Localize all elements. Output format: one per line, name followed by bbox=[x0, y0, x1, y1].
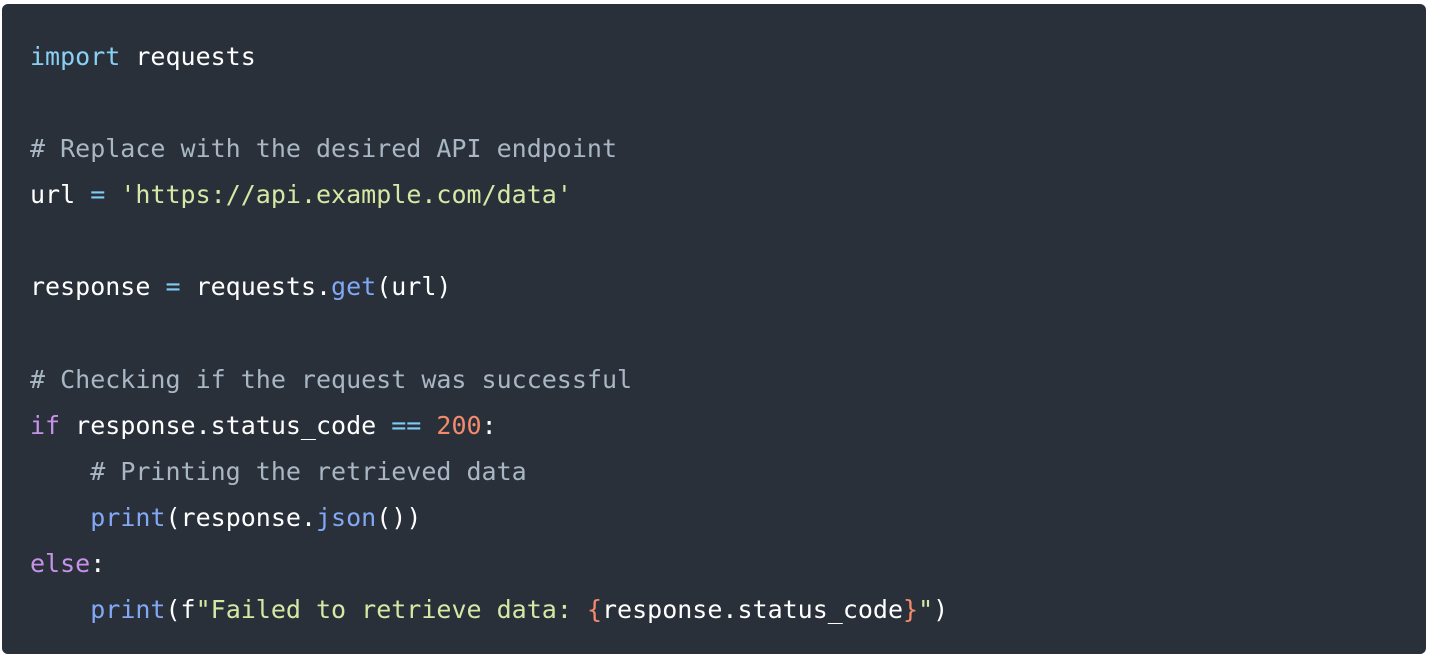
code-token-interp: { bbox=[586, 595, 602, 625]
code-token-comment: # Replace with the desired API endpoint bbox=[30, 134, 617, 164]
code-token-plain: ) bbox=[933, 595, 949, 625]
code-line: print(response.json()) bbox=[30, 495, 1426, 541]
code-token-plain bbox=[30, 457, 90, 486]
code-token-plain: : bbox=[481, 410, 497, 440]
code-line bbox=[30, 80, 1426, 126]
code-token-string: "Failed to retrieve data: bbox=[195, 595, 587, 625]
code-token-plain: requests. bbox=[180, 272, 332, 302]
code-line: url = 'https://api.example.com/data' bbox=[30, 172, 1426, 218]
code-token-plain: response.status_code bbox=[602, 595, 904, 625]
code-line: else: bbox=[30, 541, 1426, 587]
code-token-plain: requests bbox=[120, 42, 256, 71]
code-token-num: 200 bbox=[436, 410, 482, 440]
code-token-interp: } bbox=[903, 595, 919, 625]
code-token-plain: url bbox=[30, 180, 91, 210]
code-block: import requests # Replace with the desir… bbox=[2, 4, 1426, 654]
code-line: # Printing the retrieved data bbox=[30, 449, 1426, 495]
code-line bbox=[30, 218, 1426, 264]
code-token-plain bbox=[30, 503, 90, 532]
code-line: print(f"Failed to retrieve data: {respon… bbox=[30, 587, 1426, 633]
code-line: response = requests.get(url) bbox=[30, 264, 1426, 310]
code-token-plain: (response. bbox=[165, 502, 316, 532]
code-token-keyword-import: import bbox=[30, 42, 121, 71]
code-line: # Checking if the request was successful bbox=[30, 357, 1426, 403]
code-token-func: get bbox=[331, 272, 377, 302]
code-token-plain: ()) bbox=[376, 502, 422, 532]
code-token-func: print bbox=[90, 595, 166, 625]
code-line: # Replace with the desired API endpoint bbox=[30, 126, 1426, 172]
code-token-string: " bbox=[918, 595, 934, 625]
code-token-plain: : bbox=[90, 549, 106, 579]
code-token-plain: (url) bbox=[376, 272, 452, 302]
code-line: import requests bbox=[30, 34, 1426, 80]
code-token-op: == bbox=[391, 410, 422, 440]
code-token-plain bbox=[105, 180, 120, 209]
code-line: if response.status_code == 200: bbox=[30, 403, 1426, 449]
code-token-comment: # Checking if the request was successful bbox=[30, 364, 633, 394]
code-line bbox=[30, 311, 1426, 357]
code-token-plain bbox=[30, 595, 90, 624]
code-token-string: 'https://api.example.com/data' bbox=[120, 180, 572, 210]
code-token-func: json bbox=[316, 502, 377, 532]
code-token-op: = bbox=[90, 180, 106, 210]
code-token-plain bbox=[421, 411, 436, 440]
code-token-plain: response.status_code bbox=[60, 410, 392, 440]
code-token-keyword: if bbox=[30, 410, 61, 440]
code-token-op: = bbox=[165, 272, 181, 302]
code-token-func: print bbox=[90, 502, 166, 532]
code-token-comment: # Printing the retrieved data bbox=[90, 456, 527, 486]
code-token-plain: (f bbox=[165, 595, 196, 625]
code-token-plain: response bbox=[30, 272, 166, 302]
code-token-keyword: else bbox=[30, 549, 91, 579]
